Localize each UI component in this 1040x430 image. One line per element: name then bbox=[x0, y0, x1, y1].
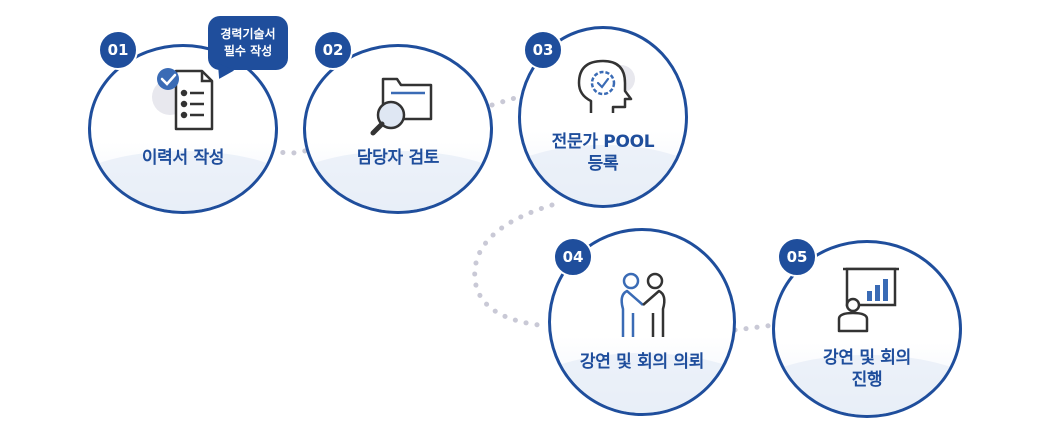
required-note-tooltip: 경력기술서 필수 작성 bbox=[208, 16, 288, 84]
step-number-badge: 01 bbox=[98, 30, 138, 70]
step-label: 이력서 작성 bbox=[141, 148, 225, 168]
step-background bbox=[306, 151, 490, 211]
step-background bbox=[775, 355, 959, 415]
step-number-badge: 04 bbox=[553, 237, 593, 277]
step-background bbox=[91, 151, 275, 211]
step-number-badge: 02 bbox=[313, 30, 353, 70]
step-label: 강연 및 회의 진행 bbox=[823, 348, 911, 390]
handshake-icon bbox=[620, 272, 666, 337]
step-background bbox=[521, 145, 685, 205]
step-label: 담당자 검토 bbox=[356, 148, 440, 168]
step-label: 강연 및 회의 의뢰 bbox=[579, 352, 705, 372]
presentation-icon bbox=[837, 267, 899, 333]
tooltip-text: 경력기술서 필수 작성 bbox=[220, 27, 276, 58]
resume-checklist-icon bbox=[152, 68, 214, 131]
head-gear-icon bbox=[577, 59, 635, 113]
step-background bbox=[551, 353, 733, 413]
step-number-badge: 03 bbox=[523, 30, 563, 70]
step-3: 전문가 POOL 등록 bbox=[518, 26, 688, 208]
step-1: 이력서 작성 bbox=[88, 44, 278, 214]
folder-search-icon bbox=[370, 77, 433, 136]
step-2: 담당자 검토 bbox=[303, 44, 493, 214]
step-number-badge: 05 bbox=[777, 237, 817, 277]
step-label: 전문가 POOL 등록 bbox=[551, 132, 655, 174]
